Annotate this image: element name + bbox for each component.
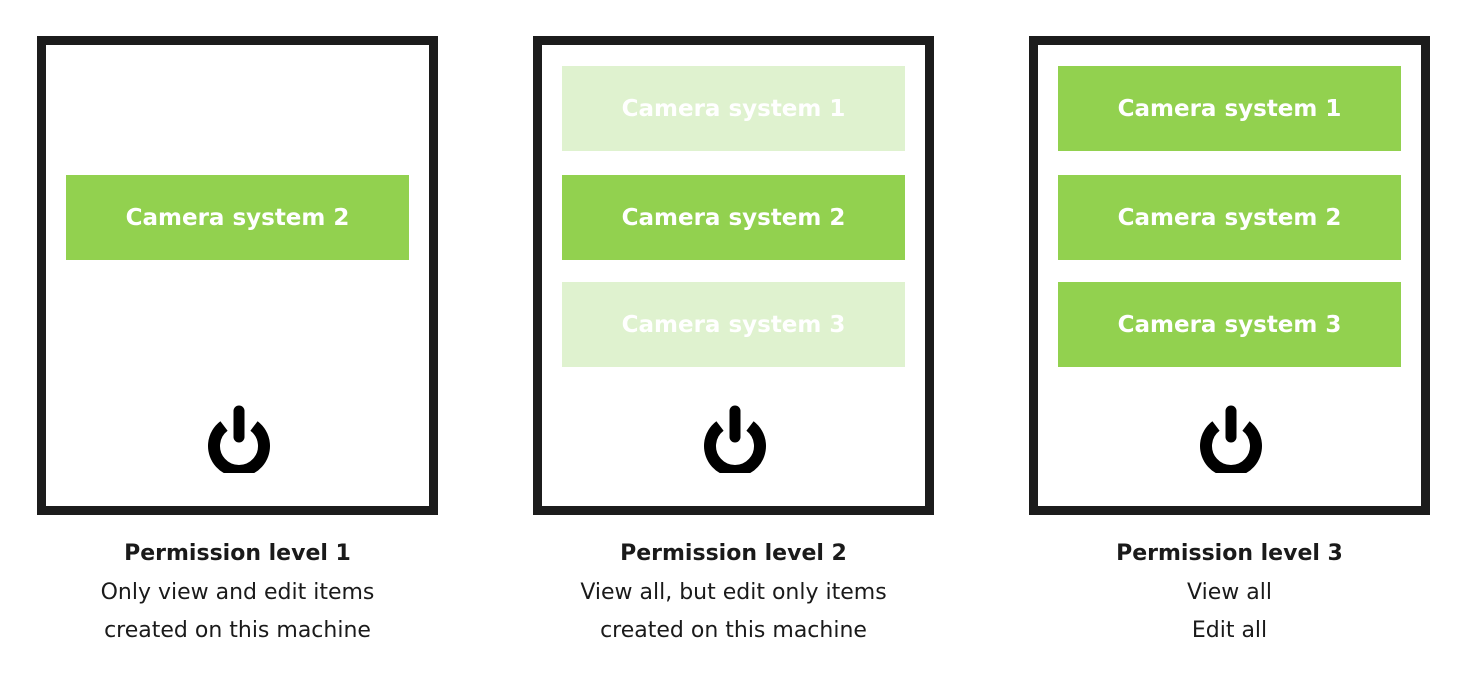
permission-description: View all, but edit only items <box>580 579 887 605</box>
permission-description: created on this machine <box>600 618 867 643</box>
camera-system-item: Camera system 3 <box>1058 282 1401 367</box>
device-panel-1: Camera system 2 <box>37 36 438 515</box>
permission-description: Edit all <box>1191 618 1268 643</box>
camera-system-item: Camera system 1 <box>562 66 905 151</box>
camera-system-item: Camera system 2 <box>1058 175 1401 260</box>
permission-caption: Permission level 2 View all, but edit onl… <box>533 535 934 651</box>
permission-description: View all <box>1187 579 1272 605</box>
camera-system-item: Camera system 2 <box>562 175 905 260</box>
camera-system-item: Camera system 1 <box>1058 66 1401 151</box>
permission-title: Permission level 2 <box>620 541 847 566</box>
device-panel-2: Camera system 1 Camera system 2 Camera sys… <box>533 36 934 515</box>
power-icon <box>207 403 271 477</box>
permission-description: created on this machine <box>104 618 371 643</box>
camera-system-item: Camera system 3 <box>562 282 905 367</box>
device-panel-3: Camera system 1 Camera system 2 Camera sys… <box>1029 36 1430 515</box>
permission-description: Only view and edit items <box>100 579 375 605</box>
permission-title: Permission level 1 <box>124 541 351 566</box>
power-icon <box>1199 403 1263 477</box>
camera-system-item: Camera system 2 <box>66 175 409 260</box>
permission-caption: Permission level 1 Only view and edit ite… <box>37 535 438 651</box>
permission-title: Permission level 3 <box>1116 541 1343 566</box>
power-icon <box>703 403 767 477</box>
